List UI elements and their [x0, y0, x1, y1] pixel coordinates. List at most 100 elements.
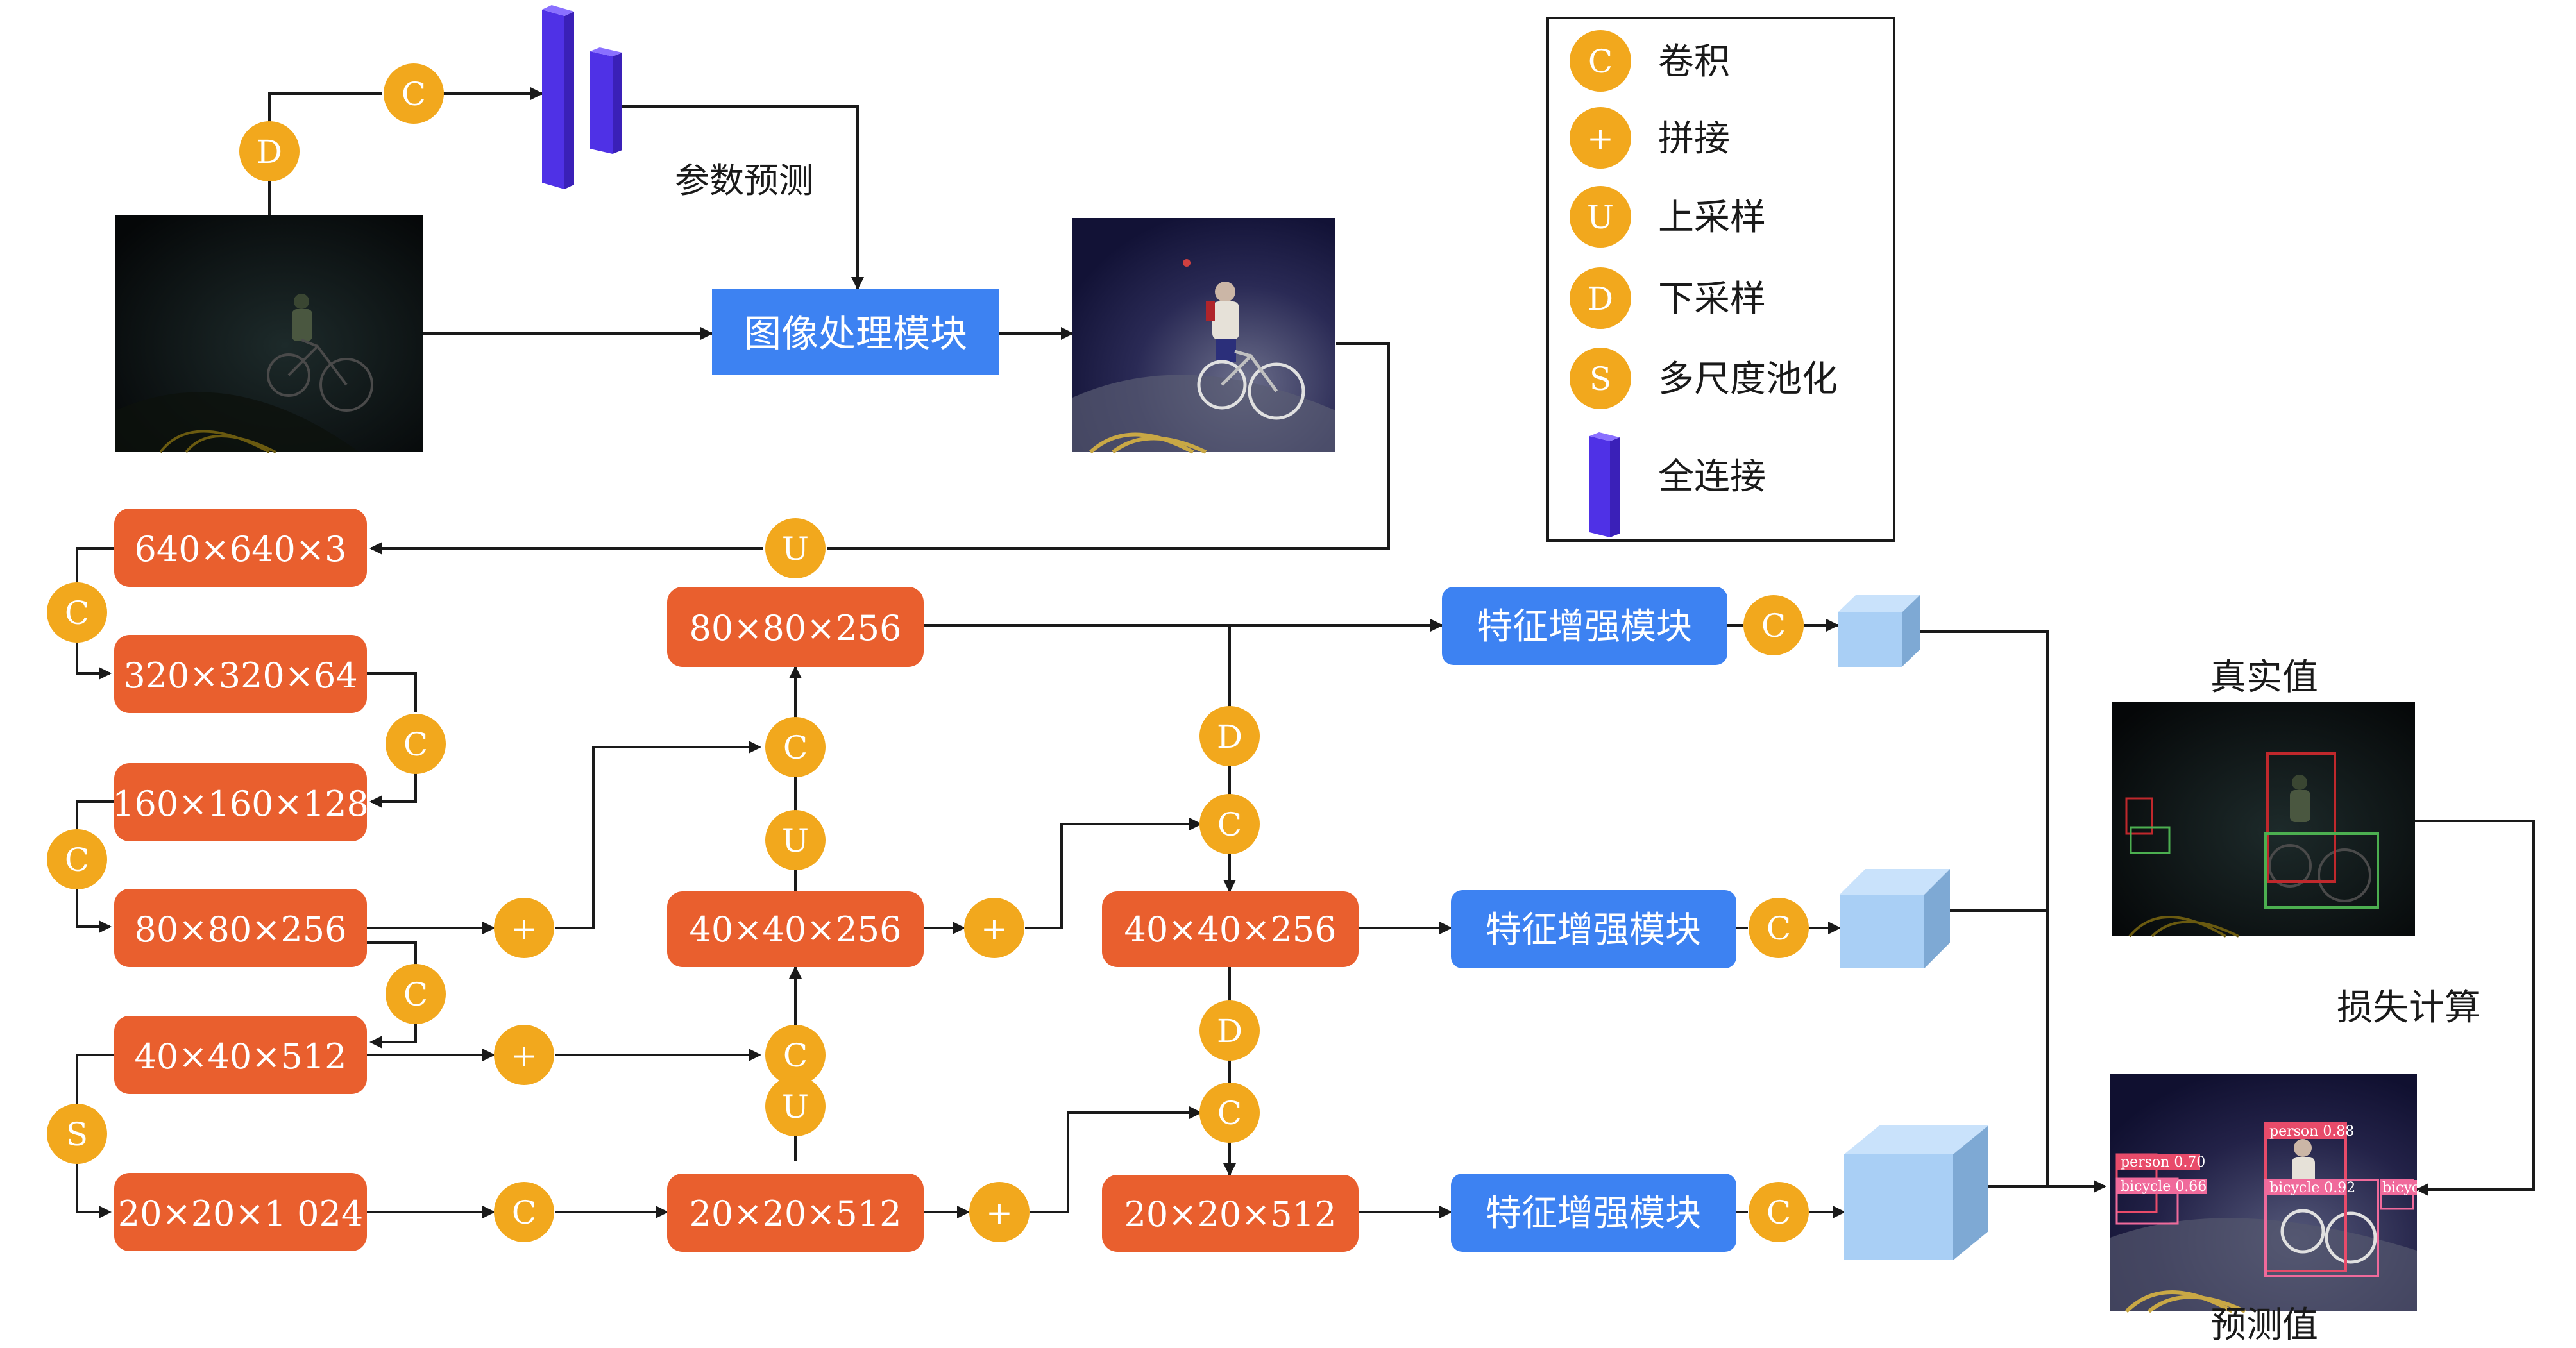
feature-module-1-label: 特征增强模块 — [1477, 606, 1692, 648]
down-symbol: D — [257, 133, 282, 171]
conv-op-head-2: C — [1749, 898, 1809, 958]
line-conv-to-bb5 — [369, 1020, 417, 1049]
spp-op: S — [47, 1104, 107, 1164]
input-image — [115, 215, 423, 453]
conv-symbol: C — [512, 1194, 536, 1231]
conv-icon — [1570, 30, 1631, 92]
image-module[interactable]: 图像处理模块 — [712, 289, 999, 375]
line-fc-to-module — [622, 105, 864, 290]
feature-module-3[interactable] — [1451, 1174, 1736, 1252]
bb-label-3: 160×160×128 — [112, 784, 369, 824]
ground-truth-image — [2112, 702, 2415, 936]
bb-label-2: 320×320×64 — [123, 655, 357, 696]
conv-op-neck2-a: C — [1199, 794, 1260, 854]
conv-icon — [47, 829, 107, 889]
line-conv-to-bb4 — [76, 885, 112, 933]
neck1-box-3[interactable] — [667, 1174, 924, 1252]
down-op-neck2-b: D — [1199, 1000, 1260, 1061]
upsample-icon-symbol: U — [1587, 199, 1614, 236]
fc-bar-small — [590, 47, 622, 154]
neck1-label-2: 40×40×256 — [690, 909, 902, 950]
conv-icon — [1199, 1083, 1260, 1143]
concat-icon-symbol: + — [1587, 120, 1614, 157]
cube-small — [1838, 595, 1920, 667]
down-icon — [1199, 706, 1260, 766]
bb-box-1[interactable] — [114, 509, 367, 587]
bb-box-6[interactable] — [114, 1173, 367, 1251]
conv-icon — [384, 63, 444, 124]
down-icon — [239, 121, 300, 181]
up-icon — [765, 1076, 826, 1136]
concat-icon — [964, 898, 1024, 958]
neck2-box-1[interactable] — [1102, 891, 1359, 967]
legend-item-concat: + 拼接 — [1570, 107, 1730, 169]
legend-label-spp: 多尺度池化 — [1658, 358, 1838, 400]
spp-icon-symbol: S — [1589, 360, 1611, 398]
concat-icon — [494, 1025, 554, 1085]
gt-box-bicycle — [2264, 832, 2379, 909]
line-enhanced-to-up — [827, 342, 1390, 550]
ground-truth: 真实值 — [2112, 657, 2415, 938]
conv-icon — [765, 1025, 826, 1085]
down-op-neck2-a: D — [1199, 706, 1260, 766]
bb-box-4[interactable] — [114, 889, 367, 967]
conv-op-top: C — [384, 63, 444, 124]
bb-box-5[interactable] — [114, 1016, 367, 1094]
conv-symbol: C — [65, 594, 89, 632]
conv-symbol: C — [1767, 910, 1791, 947]
pred-label-bicycle-2: bicycle 0.66 — [2121, 1179, 2207, 1195]
feature-module-3-label: 特征增强模块 — [1486, 1193, 1701, 1234]
concat-symbol: + — [981, 910, 1008, 947]
conv-icon-symbol: C — [1588, 43, 1613, 80]
output-cubes — [1838, 595, 1988, 1260]
concat-symbol: + — [511, 910, 538, 947]
neck1-box-1[interactable] — [667, 587, 924, 667]
bb-label-1: 640×640×3 — [135, 529, 347, 569]
neck1-box-2[interactable] — [667, 891, 924, 967]
conv-icon — [494, 1182, 554, 1242]
line-bb2-to-conv — [367, 672, 417, 712]
down-symbol: D — [1217, 718, 1242, 755]
gt-box-person-2 — [2125, 797, 2153, 835]
image-module-label: 图像处理模块 — [744, 312, 967, 355]
legend-item-fc: 全连接 — [1589, 432, 1766, 537]
legend-label-fc: 全连接 — [1658, 456, 1766, 498]
up-op-neck1-a: U — [765, 1076, 826, 1136]
bb-box-3[interactable] — [114, 763, 367, 841]
cube-medium — [1840, 869, 1950, 968]
conv-op-neck1-a: C — [765, 1025, 826, 1085]
line-spp-to-bb6 — [76, 1161, 112, 1218]
line-concat-to-conv-c — [1025, 818, 1202, 929]
conv-icon — [1199, 794, 1260, 854]
conv-symbol: C — [783, 1037, 808, 1074]
conv-op-bb4: C — [386, 964, 446, 1024]
concat-op-2: + — [494, 1025, 554, 1085]
feature-module-1[interactable] — [1442, 587, 1727, 665]
conv-icon — [765, 717, 826, 777]
legend-label-concat: 拼接 — [1658, 118, 1730, 160]
concat-symbol: + — [986, 1194, 1013, 1231]
downsample-icon — [1570, 267, 1631, 329]
cube-large — [1844, 1125, 1988, 1260]
pred-label-bicycle-3: bicyc — [2382, 1180, 2419, 1196]
neck-column-2: 40×40×256 20×20×512 — [1102, 891, 1359, 1252]
concat-icon — [1570, 107, 1631, 169]
bb-label-6: 20×20×1 024 — [118, 1193, 364, 1234]
conv-op-neck2-b: C — [1199, 1083, 1260, 1143]
prediction: person 0.88 bicycle 0.92 person 0.70 bic… — [2110, 1074, 2419, 1346]
concat-op-1: + — [494, 898, 554, 958]
neck2-box-2[interactable] — [1102, 1175, 1359, 1252]
conv-icon — [1749, 898, 1809, 958]
up-op-input: U — [765, 518, 826, 578]
feature-modules: 特征增强模块 特征增强模块 特征增强模块 — [1442, 587, 1736, 1252]
spp-symbol: S — [66, 1116, 88, 1153]
conv-icon — [386, 964, 446, 1024]
line-cube1-out — [1920, 630, 2049, 1186]
feature-module-2[interactable] — [1451, 890, 1736, 968]
prediction-label: 预测值 — [2210, 1304, 2318, 1346]
pred-label-person-1: person 0.88 — [2269, 1124, 2354, 1140]
conv-symbol: C — [1217, 1095, 1242, 1132]
line-bb5-to-spp — [76, 1054, 114, 1106]
bb-box-2[interactable] — [114, 635, 367, 713]
